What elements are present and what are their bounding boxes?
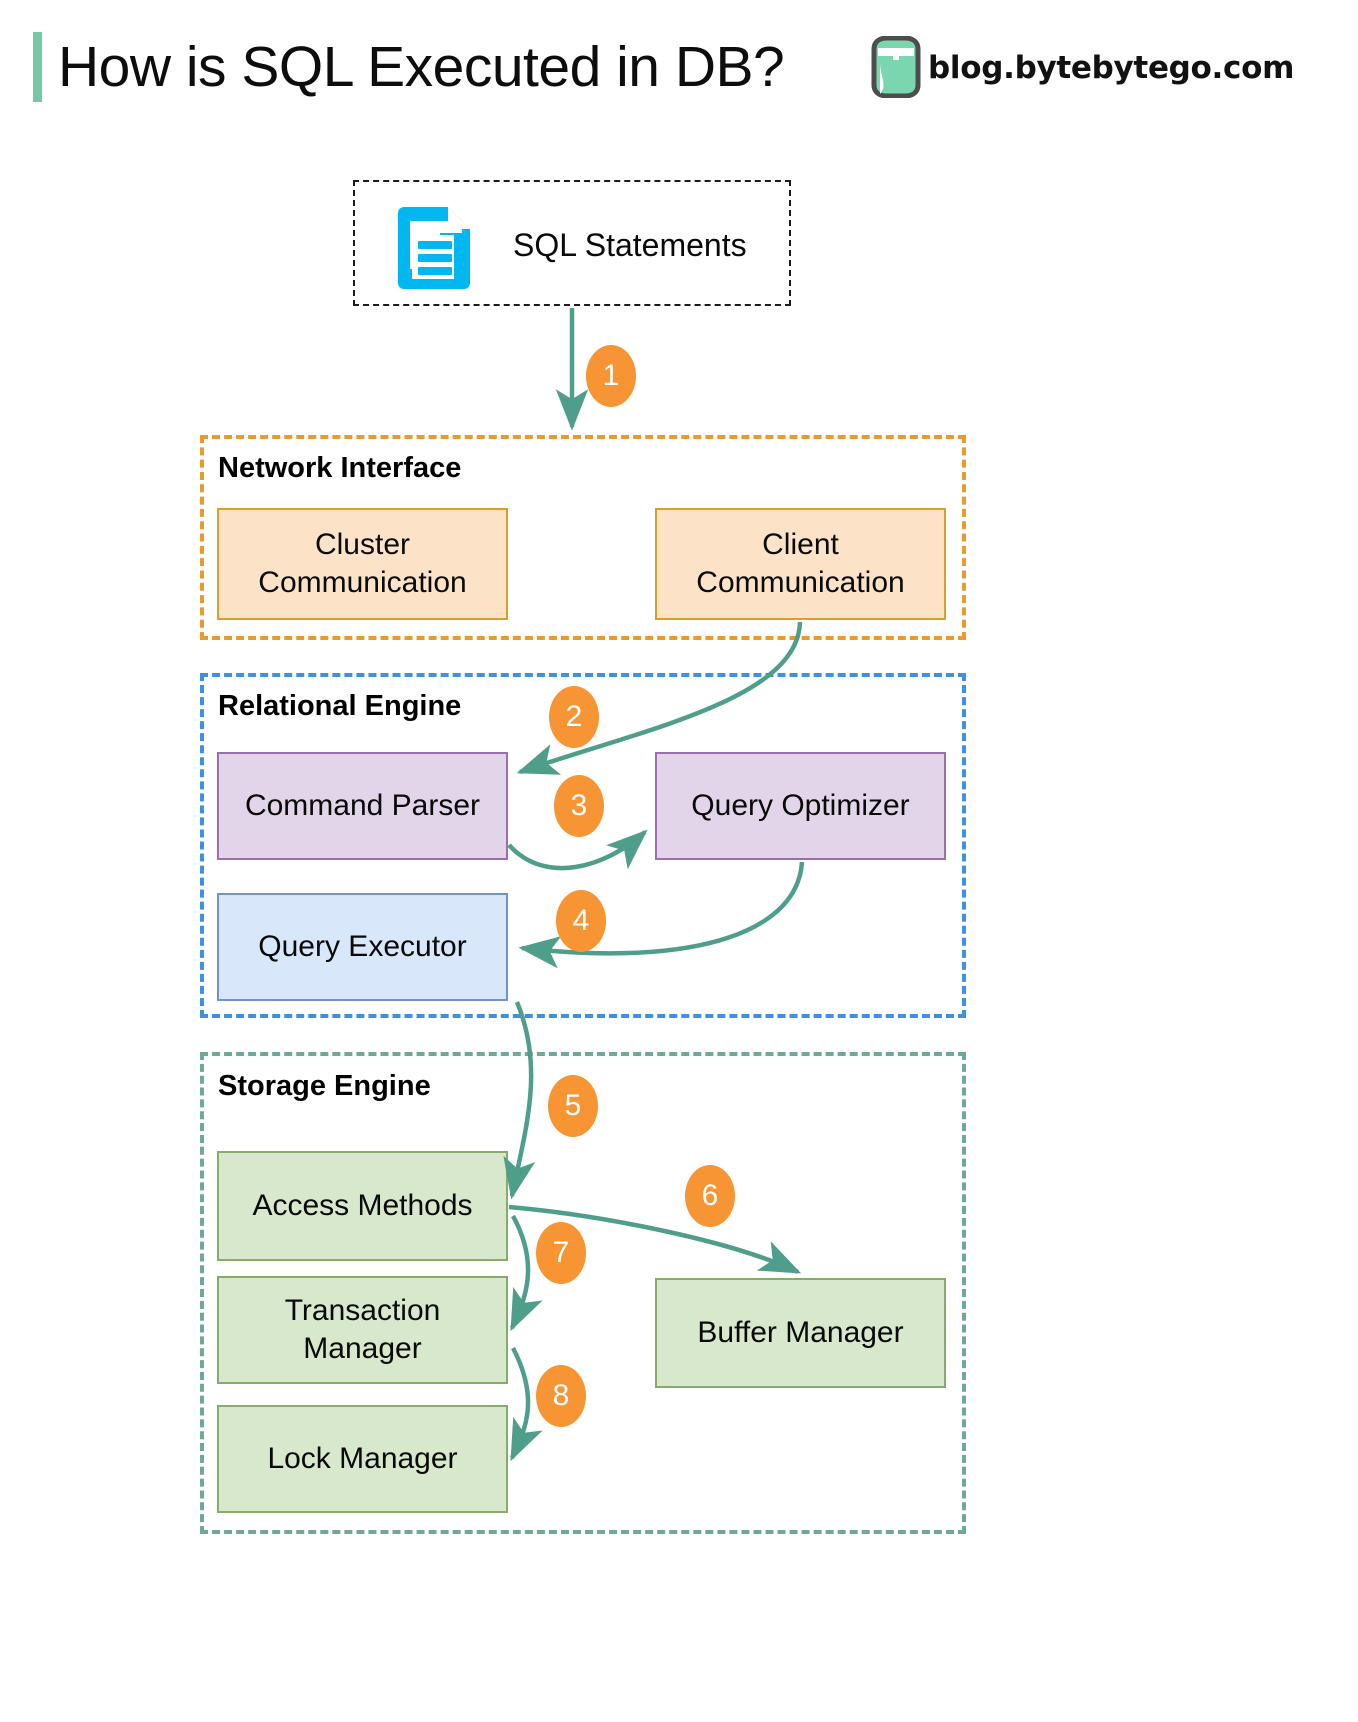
sql-statements-box[interactable]: SQL Statements — [353, 180, 791, 306]
step-badge-7: 7 — [536, 1222, 586, 1284]
step-badge-1: 1 — [586, 345, 636, 407]
node-label: Lock Manager — [267, 1441, 458, 1475]
node-label: Query Optimizer — [691, 788, 910, 822]
node-lock-manager[interactable]: Lock Manager — [217, 1405, 508, 1513]
node-buffer-manager[interactable]: Buffer Manager — [655, 1278, 946, 1388]
node-access-methods[interactable]: Access Methods — [217, 1151, 508, 1261]
node-command-parser[interactable]: Command Parser — [217, 752, 508, 860]
step-badge-6: 6 — [685, 1165, 735, 1227]
brand-watermark: blog.bytebytego.com — [868, 36, 1294, 102]
title-accent-bar — [33, 32, 42, 102]
step-badge-5: 5 — [548, 1075, 598, 1137]
node-query-optimizer[interactable]: Query Optimizer — [655, 752, 946, 860]
bytebytego-logo-icon — [871, 36, 921, 98]
node-transaction-manager[interactable]: Transaction Manager — [217, 1276, 508, 1384]
node-query-executor[interactable]: Query Executor — [217, 893, 508, 1001]
node-label: Command Parser — [244, 788, 481, 822]
node-client-communication[interactable]: Client Communication — [655, 508, 946, 620]
sql-statements-label: SQL Statements — [513, 227, 747, 263]
node-label: Client Communication — [696, 527, 905, 599]
page-title: How is SQL Executed in DB? — [58, 35, 785, 99]
group-label-network-interface: Network Interface — [218, 452, 462, 484]
page-header: How is SQL Executed in DB? blog.bytebyte… — [0, 0, 1358, 140]
step-badge-4: 4 — [556, 890, 606, 952]
node-label: Transaction Manager — [284, 1293, 441, 1365]
step-badge-8: 8 — [536, 1365, 586, 1427]
group-label-relational-engine: Relational Engine — [218, 690, 462, 722]
node-label: Cluster Communication — [258, 527, 467, 599]
node-cluster-communication[interactable]: Cluster Communication — [217, 508, 508, 620]
node-label: Buffer Manager — [697, 1315, 904, 1349]
group-storage-engine — [200, 1052, 966, 1534]
document-lines-icon — [398, 207, 470, 289]
step-badge-2: 2 — [549, 686, 599, 748]
node-label: Access Methods — [252, 1188, 473, 1222]
brand-url-text: blog.bytebytego.com — [928, 50, 1295, 86]
node-label: Query Executor — [258, 929, 467, 963]
group-label-storage-engine: Storage Engine — [218, 1070, 431, 1102]
step-badge-3: 3 — [554, 775, 604, 837]
